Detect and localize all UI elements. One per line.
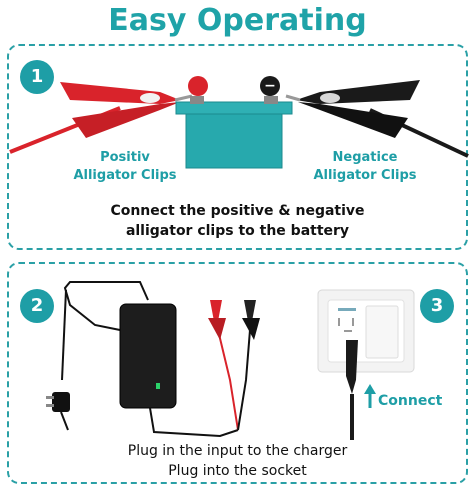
negative-terminal-icon [260, 76, 280, 96]
step2-caption-line2: Plug into the socket [168, 463, 307, 479]
negative-clip-label-line1: Negatice [332, 150, 398, 165]
step1-caption-line2: alligator clips to the battery [125, 223, 350, 239]
step1-caption-line1: Connect the positive & negative [110, 203, 365, 219]
step1-badge: 1 [20, 60, 54, 94]
step2-caption-line1: Plug in the input to the charger [127, 443, 348, 459]
up-arrow-icon [364, 384, 376, 408]
step2-caption: Plug in the input to the charger Plug in… [0, 441, 475, 481]
positive-clip-label: Positiv Alligator Clips [50, 149, 200, 185]
positive-terminal-icon [188, 76, 208, 96]
battery-icon [175, 96, 293, 169]
red-alligator-clip-icon [9, 82, 193, 154]
charger-icon [46, 281, 260, 438]
black-alligator-clip-icon [285, 80, 469, 158]
negative-symbol: − [264, 78, 276, 94]
page-title: Easy Operating [108, 3, 367, 38]
connect-label: Connect [378, 393, 443, 409]
negative-clip-label: Negatice Alligator Clips [290, 149, 440, 185]
step1-panel [7, 44, 468, 250]
positive-symbol: + [218, 78, 230, 94]
positive-clip-label-line1: Positiv [100, 150, 150, 165]
step2-badge: 2 [20, 289, 54, 323]
positive-clip-label-line2: Alligator Clips [73, 168, 177, 183]
wall-socket-icon [317, 289, 415, 440]
step1-caption: Connect the positive & negative alligato… [0, 201, 475, 241]
step3-badge: 3 [420, 289, 454, 323]
negative-clip-label-line2: Alligator Clips [313, 168, 417, 183]
step2-panel [7, 262, 468, 484]
